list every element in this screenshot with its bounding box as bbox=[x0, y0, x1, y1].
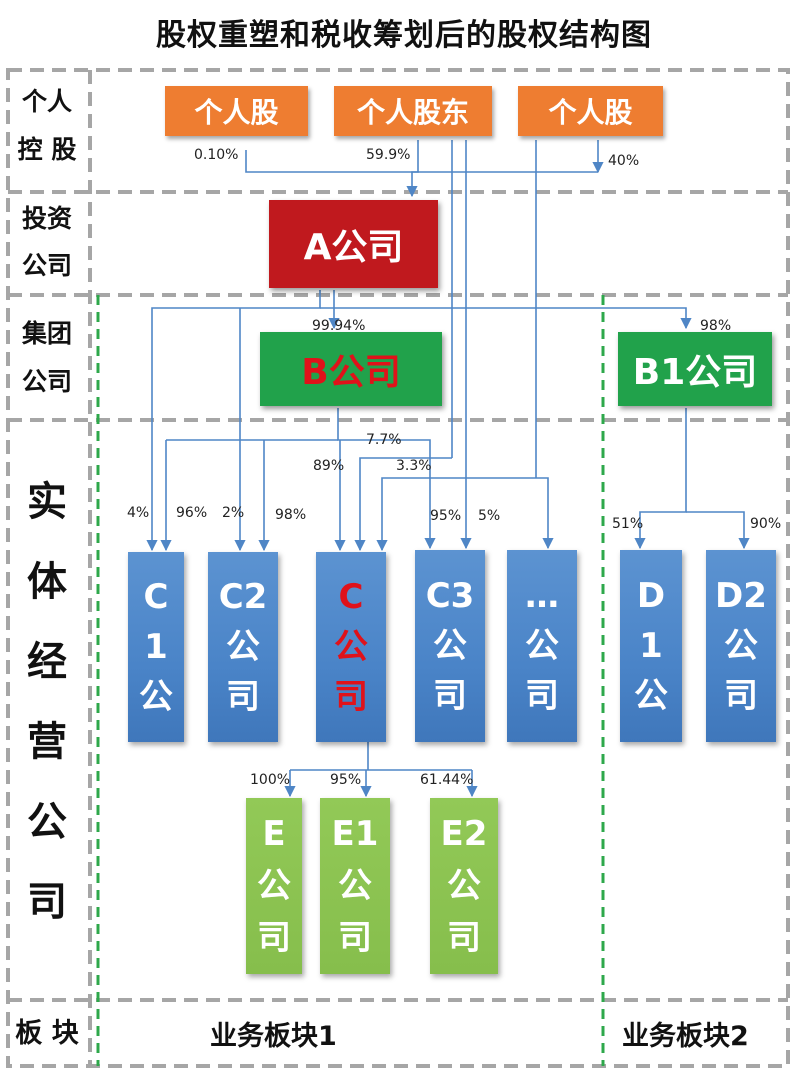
pct-e: 100% bbox=[250, 772, 291, 788]
box-company-b: B公司 bbox=[260, 332, 442, 406]
pct-a-c1: 4% bbox=[127, 505, 150, 521]
segment-dividers bbox=[96, 295, 605, 1066]
company-c-label: C 公 司 bbox=[334, 577, 368, 717]
pct-a-b1: 98% bbox=[700, 318, 732, 334]
row-label-investment-2: 公司 bbox=[21, 251, 72, 280]
box-company-d2: D2 公 司 bbox=[706, 550, 776, 742]
row-label-segment: 板 块 bbox=[15, 1018, 79, 1049]
row-label-investment-1: 投资 bbox=[21, 204, 72, 233]
pct-c3-b: 5% bbox=[478, 508, 501, 524]
pct-c3-a: 95% bbox=[430, 508, 462, 524]
box-company-c1: C 1 公 bbox=[128, 552, 184, 742]
pct-a-b: 99.94% bbox=[312, 318, 366, 334]
row-label-entity-6: 司 bbox=[27, 879, 67, 925]
row-label-group-1: 集团 bbox=[21, 319, 72, 348]
pct-b-c: 89% bbox=[313, 458, 345, 474]
diagram-title: 股权重塑和税收筹划后的股权结构图 bbox=[156, 18, 652, 53]
pct-e1: 95% bbox=[330, 772, 362, 788]
pct-p1-a: 0.10% bbox=[194, 147, 239, 163]
row-label-personal-1: 个人 bbox=[21, 87, 72, 116]
box-company-e2: E2 公 司 bbox=[430, 798, 498, 974]
row-label-entity-1: 实 bbox=[27, 479, 67, 525]
row-label-group-2: 公司 bbox=[21, 367, 72, 396]
row-label-entity-5: 公 bbox=[27, 799, 67, 845]
box-company-c3: C3 公 司 bbox=[415, 550, 485, 742]
row-label-entity-3: 经 bbox=[27, 639, 67, 685]
company-b-label: B公司 bbox=[301, 352, 401, 393]
pct-b-c2: 98% bbox=[275, 507, 307, 523]
box-company-c2: C2 公 司 bbox=[208, 552, 278, 742]
row-label-personal-2: 控 股 bbox=[17, 135, 77, 164]
pct-d2: 90% bbox=[750, 516, 782, 532]
pct-d1: 51% bbox=[612, 516, 644, 532]
box-personal-shareholder-1: 个人股 bbox=[165, 86, 308, 136]
box-company-a: A公司 bbox=[269, 200, 438, 288]
pct-p2-a: 59.9% bbox=[366, 147, 411, 163]
box-personal-shareholder-2: 个人股东 bbox=[334, 86, 492, 136]
pct-p2-c: 7.7% bbox=[366, 432, 402, 448]
row-label-entity-4: 营 bbox=[27, 719, 67, 765]
box-company-e1: E1 公 司 bbox=[320, 798, 390, 974]
connectors bbox=[146, 140, 750, 798]
pct-p3-a: 40% bbox=[608, 153, 640, 169]
pct-e2: 61.44% bbox=[420, 772, 474, 788]
segment-label-1: 业务板块1 bbox=[210, 1021, 337, 1052]
box-company-b1: B1公司 bbox=[618, 332, 772, 406]
box-company-d1: D 1 公 bbox=[620, 550, 682, 742]
box-company-e: E 公 司 bbox=[246, 798, 302, 974]
row-grid bbox=[6, 68, 790, 1068]
pct-b-c1: 96% bbox=[176, 505, 208, 521]
segment-label-2: 业务板块2 bbox=[622, 1021, 749, 1052]
box-company-c: C 公 司 bbox=[316, 552, 386, 742]
box-personal-shareholder-3: 个人股 bbox=[518, 86, 663, 136]
pct-p3-c: 3.3% bbox=[396, 458, 432, 474]
row-label-entity-2: 体 bbox=[27, 559, 67, 605]
pct-a-c2: 2% bbox=[222, 505, 245, 521]
box-company-other: … 公 司 bbox=[507, 550, 577, 742]
